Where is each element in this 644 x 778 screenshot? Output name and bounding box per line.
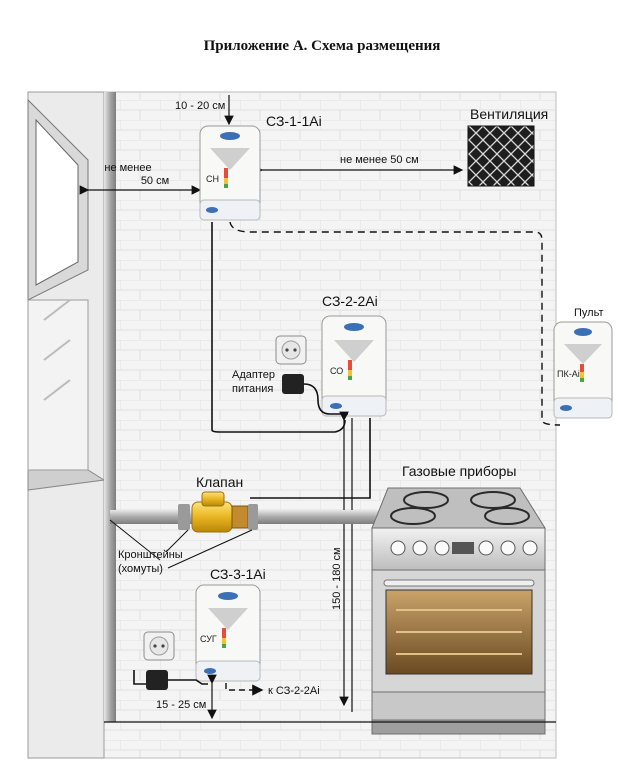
- height-range-label: 150 - 180 см: [331, 547, 343, 610]
- detector-sz-1-1ai: СН: [199, 125, 261, 221]
- page-title: Приложение А. Схема размещения: [203, 38, 441, 54]
- power-adapter-2: [133, 670, 208, 690]
- window-glass: [35, 118, 79, 286]
- brackets-label-1: Кронштейны: [118, 549, 183, 561]
- ceiling-gap-label: 10 - 20 см: [175, 100, 225, 112]
- device-code: СУГ: [200, 634, 217, 644]
- ventilation-label: Вентиляция: [470, 106, 548, 122]
- device-3-model: СЗ-3-1Ai: [210, 566, 266, 582]
- sensor-vent-icon: [210, 148, 250, 170]
- signal-line-to-d2: [225, 683, 264, 696]
- sensor-vent-icon: [208, 608, 248, 630]
- brand-logo-icon: [574, 328, 592, 336]
- valve-label: Клапан: [196, 474, 243, 490]
- remote-label: Пульт: [574, 307, 604, 319]
- detector-sz-3-1ai: СУГ: [195, 584, 261, 682]
- floor-gap-label: 15 - 25 см: [156, 699, 206, 711]
- signal-line-remote: [229, 221, 561, 426]
- ventilation-grille: [467, 125, 535, 187]
- sensor-vent-icon: [334, 340, 374, 362]
- device-code: СН: [206, 174, 219, 184]
- gas-valve: [178, 491, 258, 533]
- brand-logo-icon: [218, 592, 238, 600]
- power-socket-2: [143, 631, 175, 661]
- sensor-vent-icon: [564, 344, 602, 364]
- vent-gap-label: не менее 50 см: [340, 154, 419, 166]
- vertical-gas-pipe: [104, 92, 116, 722]
- brand-logo-icon: [344, 323, 364, 331]
- power-adapter-1: [282, 374, 348, 415]
- to-device-label: к СЗ-2-2Ai: [268, 685, 320, 697]
- brand-logo-icon: [220, 132, 240, 140]
- device-code: СО: [330, 366, 343, 376]
- device-2-model: СЗ-2-2Ai: [322, 293, 378, 309]
- detector-sz-2-2ai: СО: [321, 315, 387, 417]
- gas-appliances-label: Газовые приборы: [402, 463, 517, 479]
- remote-code: ПК-Ai: [557, 369, 580, 379]
- cable-valve: [250, 418, 371, 499]
- power-socket-1: [275, 335, 307, 365]
- window-gap-label-1: не менее: [104, 162, 151, 174]
- window-lower: [27, 299, 89, 471]
- device-1-model: СЗ-1-1Ai: [266, 113, 322, 129]
- brackets-label-2: (хомуты): [118, 563, 163, 575]
- gas-stove: [371, 487, 546, 735]
- adapter-label-1: Адаптер: [232, 369, 275, 381]
- adapter-label-2: питания: [232, 383, 273, 395]
- remote-control-pk-ai: ПК-Ai: [553, 321, 613, 419]
- window-gap-label-2: 50 см: [141, 175, 169, 187]
